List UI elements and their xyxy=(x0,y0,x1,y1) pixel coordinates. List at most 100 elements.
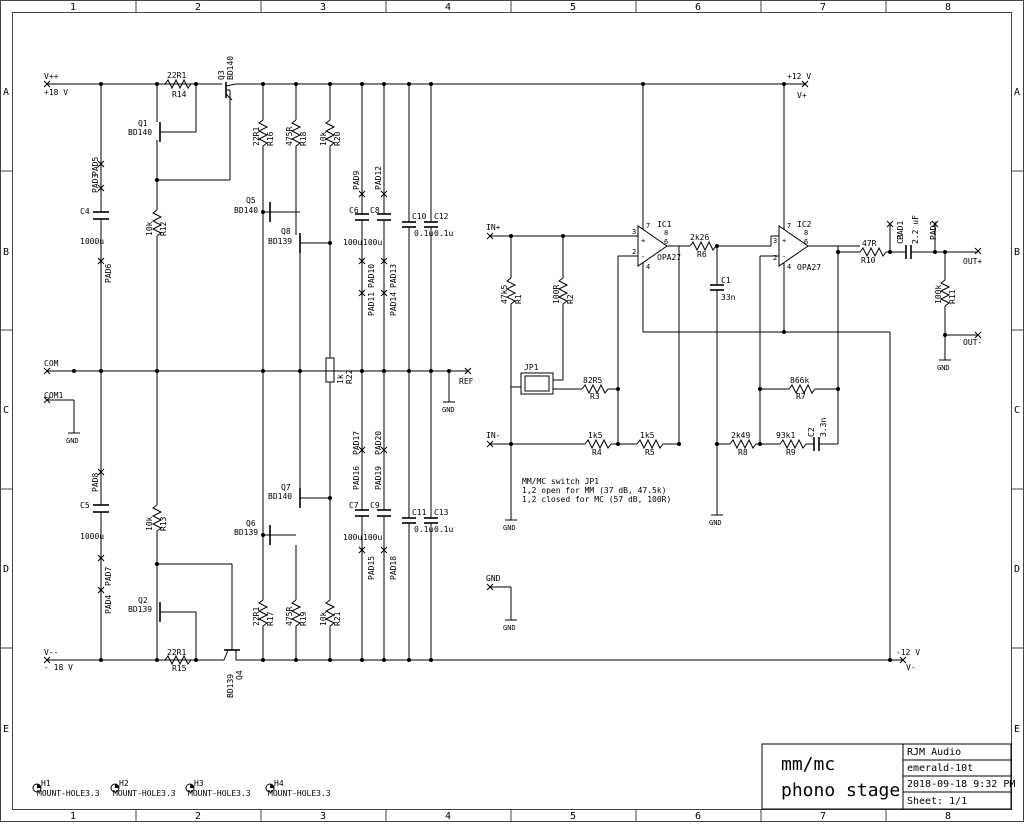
switch-note-line-2: 1,2 open for MM (37 dB, 47.5k) xyxy=(522,486,667,495)
c2-value: 3.3n xyxy=(819,418,828,437)
pad12-label: PAD12 xyxy=(374,166,383,190)
pad3-label: PAD3 xyxy=(91,174,100,193)
svg-text:4: 4 xyxy=(646,263,650,271)
power-supply-section: V++ +18 V V-- - 18 V COM COM1 REF +12 V … xyxy=(43,56,920,698)
row-label: A xyxy=(3,87,9,98)
q1-label: Q1 xyxy=(138,119,148,128)
col-label: 6 xyxy=(695,2,701,13)
r11-label: R11 xyxy=(948,289,957,304)
r7-label: R7 xyxy=(796,392,806,401)
col-label: 2 xyxy=(195,811,201,822)
svg-text:2: 2 xyxy=(632,248,636,256)
r18-label: R18 xyxy=(299,131,308,146)
pad5-label: PAD5 xyxy=(91,157,100,176)
svg-text:7: 7 xyxy=(646,222,650,230)
svg-text:8: 8 xyxy=(804,229,808,237)
pad6-label: PAD6 xyxy=(104,264,113,283)
c4-label: C4 xyxy=(80,207,90,216)
c1-value: 33n xyxy=(721,293,736,302)
svg-text:8: 8 xyxy=(664,229,668,237)
pads-group: PAD5 PAD3 PAD6 PAD8 PAD7 PAD4 PAD9 PAD12… xyxy=(91,157,939,614)
pad1-label: PAD1 xyxy=(896,221,905,240)
col-label: 5 xyxy=(570,811,576,822)
q1-value: BD140 xyxy=(128,128,152,137)
r21-value: 10k xyxy=(319,611,328,626)
row-label: E xyxy=(3,724,9,735)
amplifier-section: IN+ IN- GND OUT+ OUT- GND GND 47k5 R1 10… xyxy=(486,84,982,662)
row-label: B xyxy=(1014,247,1020,258)
pad16-label: PAD16 xyxy=(352,466,361,490)
r3-label: R3 xyxy=(590,392,600,401)
q7-value: BD140 xyxy=(268,492,292,501)
q2-label: Q2 xyxy=(138,596,148,605)
svg-text:2: 2 xyxy=(773,254,777,262)
revision-date: 2018-09-18 9:32 PM xyxy=(907,779,1015,790)
r17-value: 22R1 xyxy=(252,607,261,626)
r18-value: 475R xyxy=(285,127,294,146)
jp1-label: JP1 xyxy=(524,363,539,372)
col-label: 3 xyxy=(320,811,326,822)
c6-label: C6 xyxy=(349,206,359,215)
row-label: C xyxy=(1014,405,1020,416)
r19-value: 475R xyxy=(285,607,294,626)
svg-text:-: - xyxy=(641,253,645,261)
title-line-2: phono stage xyxy=(781,780,900,801)
rail-value-vmm: - 18 V xyxy=(44,663,73,672)
r7-value: 866k xyxy=(790,376,809,385)
net-label-ref: REF xyxy=(459,377,474,386)
col-label: 8 xyxy=(945,2,951,13)
row-label: A xyxy=(1014,87,1020,98)
rail-label-plus12: +12 V xyxy=(787,72,811,81)
switch-note-line-3: 1,2 closed for MC (57 dB, 100R) xyxy=(522,495,671,504)
company-name: RJM Audio xyxy=(907,747,961,758)
pad14-label: PAD14 xyxy=(389,292,398,316)
r15-label: R15 xyxy=(172,664,187,673)
title-block: mm/mc phono stage RJM Audio emerald-10t … xyxy=(761,743,1015,810)
q2-value: BD139 xyxy=(128,605,152,614)
r10-label: R10 xyxy=(861,256,876,265)
c10-label: C10 xyxy=(412,212,427,221)
net-label-out-plus: OUT+ xyxy=(963,257,982,266)
r15-value: 22R1 xyxy=(167,648,186,657)
net-label-gnd: GND xyxy=(486,574,501,583)
mount-hole-type: MOUNT-HOLE3.3 xyxy=(188,789,251,798)
gnd-label: GND xyxy=(503,624,516,632)
mount-hole-label: H4 xyxy=(274,779,284,788)
row-label: B xyxy=(3,247,9,258)
mount-hole-type: MOUNT-HOLE3.3 xyxy=(268,789,331,798)
svg-text:-: - xyxy=(782,253,786,261)
c12-value: 0.1u xyxy=(434,229,453,238)
q3-value: BD140 xyxy=(226,56,235,80)
title-line-1: mm/mc xyxy=(781,754,835,775)
r16-label: R16 xyxy=(266,131,275,146)
svg-text:7: 7 xyxy=(787,222,791,230)
r8-value: 2k49 xyxy=(731,431,750,440)
q4-label: Q4 xyxy=(235,670,244,680)
r1-value: 47k5 xyxy=(500,285,509,304)
r5-value: 1k5 xyxy=(640,431,655,440)
svg-text:3: 3 xyxy=(773,237,777,245)
c4-value: 1000u xyxy=(80,237,104,246)
col-label: 8 xyxy=(945,811,951,822)
pad9-label: PAD9 xyxy=(352,171,361,190)
c12-label: C12 xyxy=(434,212,449,221)
c3-value: 2.2 uF xyxy=(911,215,920,244)
pad19-label: PAD19 xyxy=(374,466,383,490)
rail-label-vmm: V-- xyxy=(44,648,58,657)
gnd-label: GND xyxy=(937,364,950,372)
r19-label: R19 xyxy=(299,611,308,626)
q6-label: Q6 xyxy=(246,519,256,528)
q7-label: Q7 xyxy=(281,483,291,492)
c13-label: C13 xyxy=(434,508,449,517)
row-label: C xyxy=(3,405,9,416)
svg-text:4: 4 xyxy=(787,263,791,271)
q8-value: BD139 xyxy=(268,237,292,246)
col-label: 5 xyxy=(570,2,576,13)
ic2-label: IC2 xyxy=(797,220,812,229)
c5-value: 1000u xyxy=(80,532,104,541)
c8-value: 100u xyxy=(363,238,382,247)
sheet-number: Sheet: 1/1 xyxy=(907,796,967,807)
r5-label: R5 xyxy=(645,448,655,457)
r21-label: R21 xyxy=(333,611,342,626)
